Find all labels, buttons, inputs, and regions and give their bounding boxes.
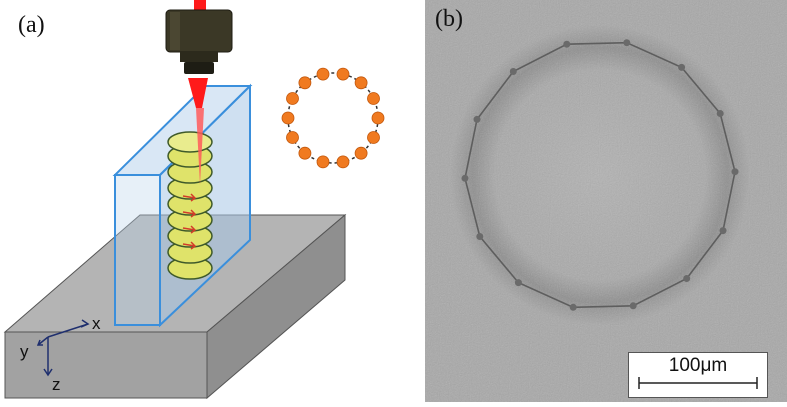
microring-node <box>623 39 631 47</box>
axis-z-label: z <box>52 375 61 394</box>
panel-label-a: (a) <box>18 12 45 38</box>
microring-node <box>461 174 469 182</box>
ring-dot <box>316 67 330 81</box>
panel-a-schematic: x y z (a) <box>3 0 385 400</box>
ring-dot <box>336 155 350 169</box>
objective-neck <box>180 52 218 62</box>
ring-inset <box>281 67 385 169</box>
microring-node <box>569 303 577 311</box>
ring-dot <box>354 146 368 160</box>
ring-dot <box>316 155 330 169</box>
sem-micrograph <box>425 0 787 402</box>
microring-node <box>678 63 686 71</box>
microring-node <box>563 40 571 48</box>
laser-beam-upper <box>188 78 208 108</box>
microring-node <box>514 279 522 287</box>
scale-bar-label: 100μm <box>668 355 728 376</box>
ring-dot <box>286 92 299 105</box>
coil-stack <box>167 131 213 280</box>
microring-structure <box>461 39 739 311</box>
ring-dot <box>336 67 350 81</box>
ring-dot <box>354 76 368 90</box>
axis-y-label: y <box>20 342 29 361</box>
substrate-front <box>4 331 208 399</box>
microring-node <box>716 110 724 117</box>
ring-dot <box>367 131 380 144</box>
ring-dot <box>367 92 380 105</box>
ring-dot <box>298 146 312 160</box>
microring-node <box>473 115 481 123</box>
microring-node <box>731 168 739 176</box>
laser-beam-focus <box>196 108 204 185</box>
microring-node <box>719 227 727 235</box>
ring-dot <box>298 76 312 90</box>
ring-dot <box>281 111 295 125</box>
axis-x-label: x <box>92 314 101 333</box>
axis-indicator <box>36 319 90 377</box>
substrate-side <box>206 213 346 400</box>
panel-b-sem-image: (b) <box>425 0 787 402</box>
objective-tip <box>184 62 214 74</box>
microring-node <box>476 233 484 240</box>
microring-node <box>509 68 517 75</box>
panel-label-b: (b) <box>435 6 463 32</box>
scale-bar: 100μm <box>628 352 768 398</box>
schematic-drawing: x y z <box>3 0 385 400</box>
ring-dot <box>286 131 299 144</box>
microring-node <box>683 275 691 282</box>
scan-arrows <box>182 193 197 250</box>
ring-dot <box>371 111 385 125</box>
block-front <box>114 174 161 326</box>
microring-node <box>629 302 637 310</box>
